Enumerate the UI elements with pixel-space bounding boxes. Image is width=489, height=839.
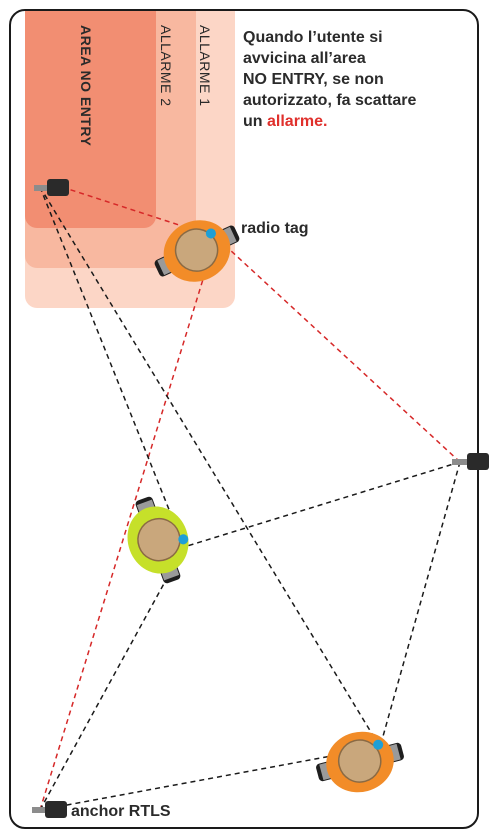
zone-label-allarme-2: ALLARME 2: [158, 25, 174, 107]
zone-no-entry: [25, 11, 156, 228]
radio-tag-icon: [205, 228, 216, 239]
description-line-1: Quando l’utente si: [243, 29, 383, 46]
link-anchor-bl-to-tag-bottom: [39, 746, 381, 811]
description-line-3-rest: se non: [327, 71, 384, 88]
link-anchor-right-to-tag-top: [215, 236, 461, 463]
link-anchor-bl-to-tag-mid: [39, 546, 185, 811]
worker-bottom: [316, 731, 404, 793]
description-alarm-word: allarme.: [267, 113, 328, 130]
description-line-2: avvicina all’area: [243, 50, 366, 67]
description-text: Quando l’utente si avvicina all’area NO …: [243, 27, 477, 132]
worker-top: [154, 220, 240, 282]
anchor-right: [452, 453, 489, 470]
link-anchor-tl-to-tag-mid: [39, 186, 185, 548]
zone-label-allarme-1: ALLARME 1: [197, 25, 213, 107]
anchor-top-left: [34, 179, 69, 196]
description-line-3: NO ENTRY, se non: [243, 69, 477, 90]
diagram-frame: ALLARME 1 ALLARME 2 AREA NO ENTRY Quando…: [9, 9, 479, 829]
link-anchor-right-to-tag-bottom: [379, 461, 461, 748]
link-anchor-tl-to-tag-bottom: [39, 186, 381, 748]
description-line-4: autorizzato, fa scattare: [243, 92, 417, 109]
worker-middle: [127, 496, 189, 584]
anchor-bottom-left: [32, 801, 67, 818]
links-red: [39, 186, 461, 811]
anchor-rtls-label: anchor RTLS: [71, 803, 171, 820]
zone-label-no-entry: AREA NO ENTRY: [78, 25, 94, 147]
link-anchor-right-to-tag-mid: [183, 461, 461, 548]
radio-tag-label: radio tag: [241, 220, 309, 237]
description-line-5: un allarme.: [243, 111, 477, 132]
link-anchor-bl-to-tag-top: [39, 236, 217, 811]
description-line-5-pre: un: [243, 113, 267, 130]
description-no-entry: NO ENTRY,: [243, 71, 328, 88]
links-black: [39, 186, 461, 811]
